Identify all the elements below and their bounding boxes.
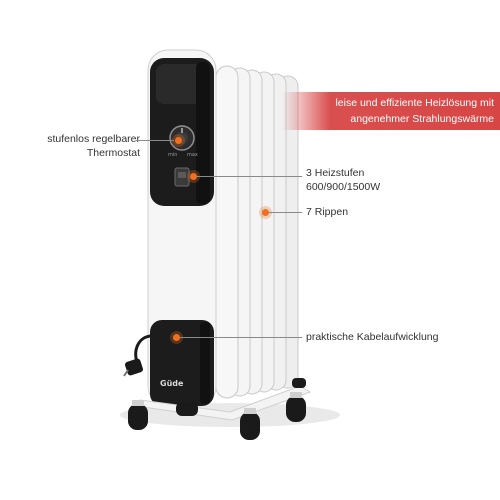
thermostat-knob: min max xyxy=(168,125,198,158)
thermostat-label-line-1: stufenlos regelbarer xyxy=(47,133,140,145)
power-cable xyxy=(123,334,153,377)
heat-levels-leader-line xyxy=(196,176,302,177)
banner-text: leise und effiziente Heizlösung mit ange… xyxy=(294,95,494,127)
ribs-label: 7 Rippen xyxy=(306,206,349,218)
cable-leader-line xyxy=(180,337,302,338)
banner-line-1: leise und effiziente Heizlösung mit xyxy=(335,97,494,109)
heat-levels-label-line-2: 600/900/1500W xyxy=(306,181,381,193)
banner-line-2: angenehmer Strahlungswärme xyxy=(350,113,494,125)
svg-text:max: max xyxy=(187,152,198,158)
brand-logo: Güde xyxy=(160,379,184,388)
heat-levels-marker-dot xyxy=(190,173,197,180)
thermostat-marker-dot xyxy=(175,137,182,144)
cable-marker-dot xyxy=(173,334,180,341)
feature-banner: leise und effiziente Heizlösung mit ange… xyxy=(282,92,500,130)
heat-levels-label: 3 Heizstufen 600/900/1500W xyxy=(306,166,380,194)
heat-levels-label-line-1: 3 Heizstufen xyxy=(306,167,365,179)
ribs-leader-line xyxy=(268,212,302,213)
caster-wheels xyxy=(128,378,306,440)
cable-housing: Güde xyxy=(150,320,214,406)
radiator-fins xyxy=(215,65,299,399)
thermostat-label-line-2: Thermostat xyxy=(86,147,140,159)
heat-level-switch xyxy=(174,167,190,187)
thermostat-leader-line xyxy=(136,140,174,141)
ribs-marker-dot xyxy=(262,209,269,216)
cable-label: praktische Kabelaufwicklung xyxy=(306,331,439,343)
svg-text:min: min xyxy=(168,152,177,158)
thermostat-label: stufenlos regelbarer Thermostat xyxy=(10,132,140,160)
